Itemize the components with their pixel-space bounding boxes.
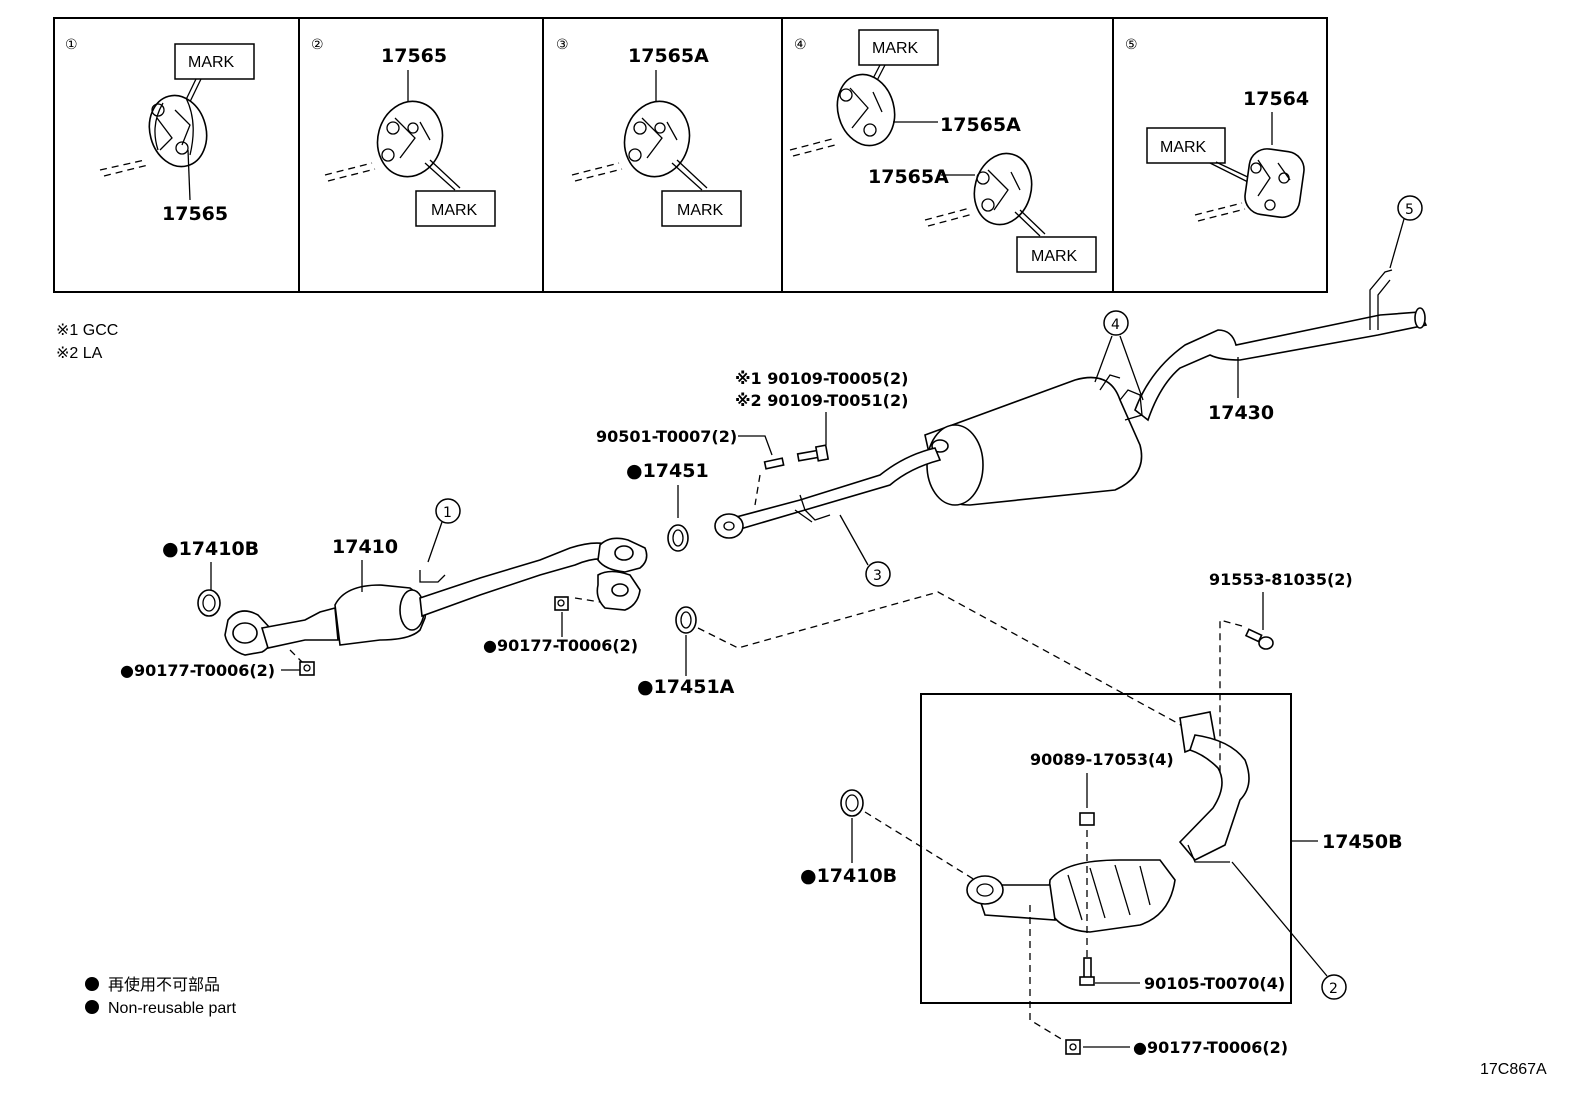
bolt-90109 (796, 444, 830, 462)
inset-2-number: ② (311, 37, 324, 53)
inset-3: ③ 17565A MARK (556, 37, 742, 227)
inset-4-mark-b-label: MARK (1031, 248, 1078, 265)
legend-jp: 再使用不可部品 (108, 976, 220, 994)
tailpipe-assembly (714, 269, 1428, 539)
alt-pipe-box (920, 693, 1292, 1004)
diagram-code: 17C867A (1480, 1061, 1547, 1078)
nut-90177-mid (554, 596, 569, 611)
inset-2: ② 17565 MARK (311, 37, 496, 227)
inset-4-part-b-label: 17565A (868, 166, 949, 188)
inset-4: ④ MARK 17565A 17565A MARK (789, 29, 1097, 273)
label-90109-la: ※2 90109-T0051(2) (735, 391, 908, 410)
label-17410b-bottom: ●17410B (800, 865, 897, 887)
label-90501: 90501-T0007(2) (596, 427, 737, 446)
inset-1-mark-label: MARK (188, 54, 235, 71)
nut-90089 (1079, 812, 1095, 826)
inset-2-part-label: 17565 (381, 45, 447, 67)
nut-90177-bottom (1065, 1039, 1081, 1055)
callout-2: 2 (1231, 861, 1347, 1000)
callout-5: 5 (1389, 195, 1423, 269)
inset-2-mark-label: MARK (431, 202, 478, 219)
inset-4-mark-a-label: MARK (872, 40, 919, 57)
inset-1-part-label: 17565 (162, 203, 228, 225)
label-17430: 17430 (1208, 402, 1274, 424)
front-pipe-17410 (224, 537, 648, 656)
label-17410b-top: ●17410B (162, 538, 259, 560)
callout-2-number: 2 (1329, 981, 1338, 997)
legend-en: Non-reusable part (108, 1000, 237, 1017)
legend: 再使用不可部品 Non-reusable part (85, 976, 237, 1017)
label-17410: 17410 (332, 536, 398, 558)
label-90177-bottom: ●90177-T0006(2) (1133, 1038, 1288, 1057)
label-90105: 90105-T0070(4) (1144, 974, 1285, 993)
front-pipe-17450b (966, 711, 1250, 933)
inset-5: ⑤ 17564 MARK (1125, 37, 1309, 222)
label-17451: ●17451 (626, 460, 709, 482)
callout-1-number: 1 (443, 505, 452, 521)
inset-3-mark-label: MARK (677, 202, 724, 219)
callout-4-number: 4 (1111, 317, 1120, 333)
gasket-17451 (667, 524, 689, 552)
stud-90501 (763, 457, 785, 470)
inset-1: ① MARK 17565 (65, 37, 255, 225)
label-90177-left: ●90177-T0006(2) (120, 661, 275, 680)
bolt-91553 (1244, 628, 1274, 650)
label-17451a: ●17451A (637, 676, 735, 698)
callout-3-number: 3 (873, 568, 882, 584)
inset-3-part-label: 17565A (628, 45, 709, 67)
callout-4: 4 (1094, 310, 1144, 401)
inset-5-part-label: 17564 (1243, 88, 1309, 110)
inset-4-part-a-label: 17565A (940, 114, 1021, 136)
bolt-90105 (1079, 957, 1095, 986)
inset-3-number: ③ (556, 37, 569, 53)
gasket-17410b-bottom (840, 789, 864, 817)
gasket-17410b-top (197, 589, 221, 617)
nut-90177-left (299, 661, 315, 676)
label-17450b: 17450B (1322, 831, 1403, 853)
inset-5-number: ⑤ (1125, 37, 1138, 53)
callout-5-number: 5 (1405, 202, 1414, 218)
note-gcc: ※1 GCC (56, 322, 118, 339)
callout-3: 3 (839, 514, 891, 587)
label-91553: 91553-81035(2) (1209, 570, 1353, 589)
gasket-17451a (675, 606, 697, 634)
label-90089: 90089-17053(4) (1030, 750, 1174, 769)
label-90109-gcc: ※1 90109-T0005(2) (735, 369, 908, 388)
callout-1: 1 (427, 498, 461, 563)
note-la: ※2 LA (56, 345, 103, 362)
inset-4-number: ④ (794, 37, 807, 53)
inset-5-mark-label: MARK (1160, 139, 1207, 156)
label-90177-mid: ●90177-T0006(2) (483, 636, 638, 655)
inset-1-number: ① (65, 37, 78, 53)
inset-panels (53, 17, 1328, 293)
